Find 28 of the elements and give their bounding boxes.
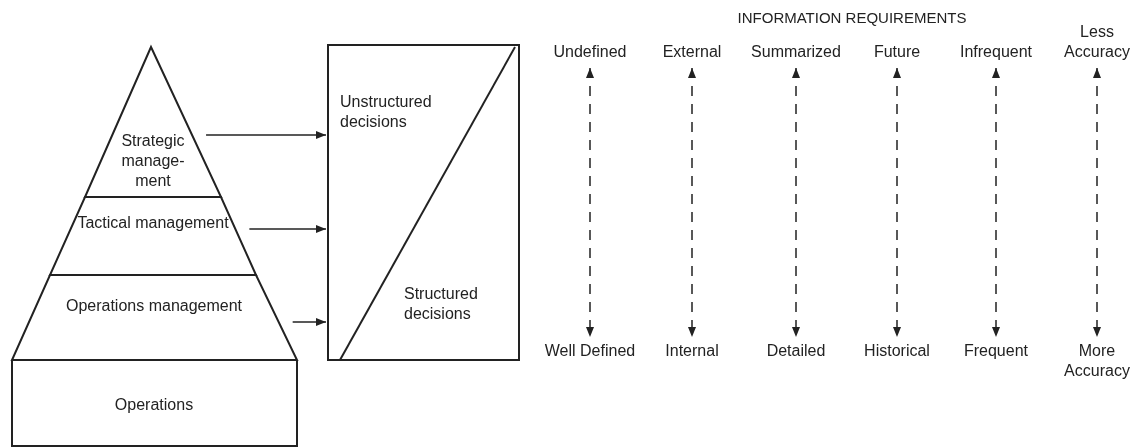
requirement-label: Detailed — [765, 341, 827, 361]
tier-label: Unstructured decisions — [340, 92, 433, 132]
requirement-label: External — [661, 42, 723, 62]
dashed-double-arrow — [792, 67, 800, 338]
tier-label: Operations — [113, 395, 195, 415]
requirement-label: Future — [872, 42, 922, 62]
tier-label: Strategic manage- ment — [120, 131, 186, 191]
requirement-label: Undefined — [552, 42, 628, 62]
tier-label: Structured decisions — [404, 284, 479, 324]
dashed-double-arrow — [688, 67, 696, 338]
dashed-double-arrow — [992, 67, 1000, 338]
requirement-label: Summarized — [750, 42, 842, 62]
arrow — [205, 131, 327, 139]
dashed-double-arrow — [586, 67, 594, 338]
requirement-label: Historical — [863, 341, 931, 361]
arrow — [291, 318, 327, 326]
requirement-label: Infrequent — [958, 42, 1034, 62]
heading: INFORMATION REQUIREMENTS — [736, 9, 968, 26]
requirement-label: More Accuracy — [1063, 341, 1131, 381]
tier-label: Operations management — [64, 296, 244, 316]
arrow — [248, 225, 327, 233]
requirement-label: Well Defined — [543, 341, 637, 361]
dashed-double-arrow — [1093, 67, 1101, 338]
tier-label: Tactical management — [76, 213, 230, 233]
requirement-label: Internal — [664, 341, 720, 361]
requirement-label: Frequent — [962, 341, 1029, 361]
dashed-double-arrow — [893, 67, 901, 338]
requirement-label: Less Accuracy — [1063, 22, 1131, 62]
